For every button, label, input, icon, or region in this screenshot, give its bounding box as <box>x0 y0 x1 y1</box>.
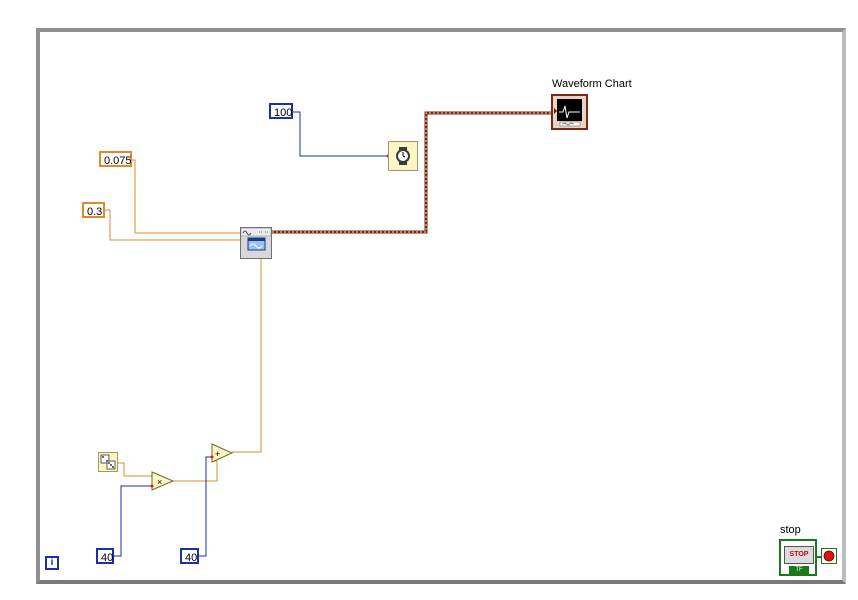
simulate-signal-express-vi[interactable] <box>240 227 272 259</box>
simulate-signal-icon <box>241 228 271 251</box>
svg-text:×: × <box>157 477 162 487</box>
svg-text:+: + <box>215 449 220 459</box>
loop-condition-terminal[interactable] <box>821 548 837 564</box>
stop-label: stop <box>780 524 801 536</box>
waveform-chart-terminal[interactable] <box>551 94 588 130</box>
offset-constant[interactable]: 40 <box>180 548 199 564</box>
wire-wait-ms[interactable] <box>291 111 388 157</box>
wire-dynamic-data[interactable] <box>272 111 552 234</box>
frequency-constant[interactable]: 0.3 <box>82 202 105 218</box>
add-node[interactable]: + <box>211 443 234 463</box>
wire-offset[interactable] <box>198 456 212 557</box>
stop-button-face[interactable]: STOP <box>784 546 814 564</box>
wristwatch-icon <box>396 147 410 165</box>
wire-product[interactable] <box>173 460 218 482</box>
wire-multiplier[interactable] <box>113 485 152 557</box>
wire-frequency[interactable] <box>104 209 240 241</box>
wire-offset-sum[interactable] <box>232 258 262 453</box>
waveform-chart-label: Waveform Chart <box>552 78 632 90</box>
stop-button-terminal[interactable]: STOP TF <box>779 539 817 576</box>
wire-amplitude[interactable] <box>131 159 240 234</box>
waveform-chart-icon <box>554 99 582 127</box>
boolean-tf-tag: TF <box>789 566 809 574</box>
wire-random[interactable] <box>117 462 152 477</box>
while-loop-frame[interactable] <box>36 28 846 584</box>
amplitude-constant[interactable]: 0.075 <box>99 151 132 167</box>
stop-sign-icon <box>823 550 835 562</box>
multiply-node[interactable]: × <box>151 471 175 491</box>
dice-icon <box>100 454 116 470</box>
wait-ms-constant[interactable]: 100 <box>269 103 293 119</box>
iteration-terminal[interactable]: i <box>45 556 59 570</box>
wait-ms-node[interactable] <box>388 141 418 171</box>
multiplier-constant[interactable]: 40 <box>96 548 114 564</box>
random-number-node[interactable] <box>98 452 118 472</box>
